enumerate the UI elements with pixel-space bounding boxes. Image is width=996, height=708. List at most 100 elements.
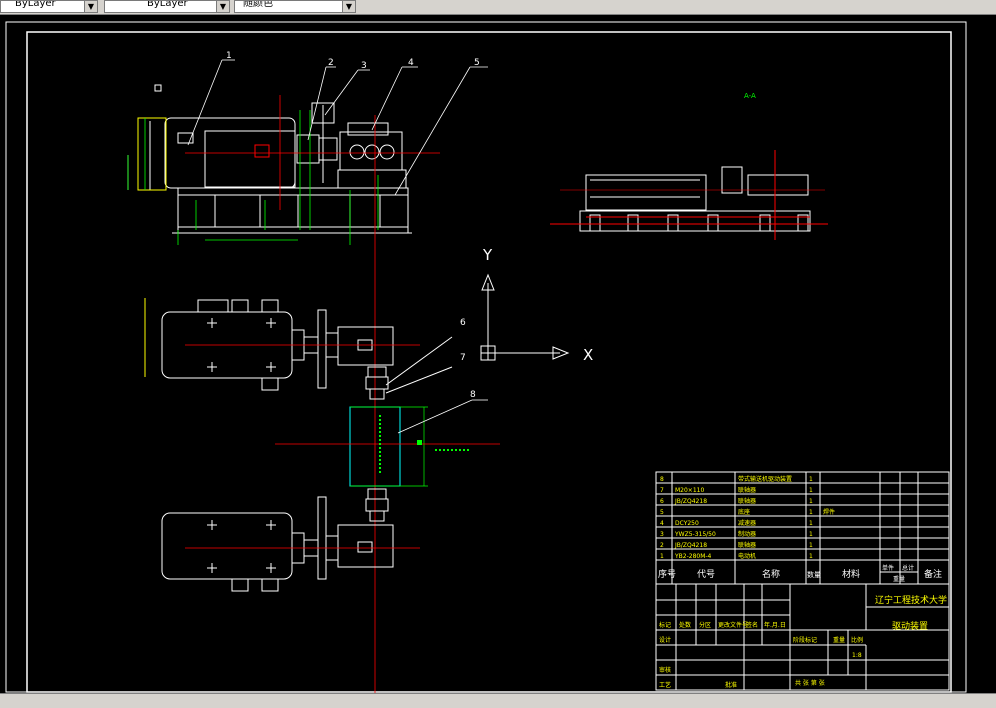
part-row-code: YWZ5-315/50 xyxy=(674,531,716,538)
part-number-labels: 1 2 3 4 5 6 7 8 xyxy=(226,51,480,400)
plan-view-lower-drive xyxy=(161,496,394,592)
ucs-icon xyxy=(480,273,570,361)
lineweight-value: ByLayer xyxy=(147,0,188,9)
part-row-seq: 3 xyxy=(660,531,664,538)
part-number-7: 7 xyxy=(460,353,466,363)
part-row-name: 带式输送机驱动装置 xyxy=(738,475,792,483)
cad-drawing: 1 2 3 4 5 6 7 8 A-A Y xyxy=(5,21,967,695)
revision-labels: 标记 处数 分区 更改文件号 签名 年.月.日 设计 审核 工艺 批准 阶段标记… xyxy=(659,621,863,689)
color-combo[interactable]: 随颜色 ▼ xyxy=(234,0,356,13)
part-row-code: JB/ZQ4218 xyxy=(674,498,707,505)
part-row-name: 底座 xyxy=(738,508,750,516)
coupling-stack-lower xyxy=(365,488,389,522)
part-row-code: JB/ZQ4218 xyxy=(674,542,707,549)
color-value: 随颜色 xyxy=(243,0,273,9)
sign-label: 更改文件号 xyxy=(718,621,748,629)
section-centerlines xyxy=(550,150,828,240)
parts-list-rows: 8 带式输送机驱动装置 1 7 M20×110 联轴器 1 6 JB/ZQ421… xyxy=(660,475,835,560)
leaders-top xyxy=(187,59,488,196)
lineweight-combo[interactable]: ByLayer ▼ xyxy=(104,0,230,13)
part-row-qty: 1 xyxy=(809,476,813,483)
row-label-review: 审核 xyxy=(659,666,671,674)
part-row-name: 电动机 xyxy=(738,552,756,560)
chevron-down-icon[interactable]: ▼ xyxy=(216,1,229,12)
part-number-8: 8 xyxy=(470,390,476,400)
section-label: A-A xyxy=(744,92,756,100)
part-row-code: DCY250 xyxy=(675,520,699,527)
sign-label: 签名 xyxy=(746,621,758,629)
part-row-name: 制动器 xyxy=(738,530,756,538)
part-row-seq: 2 xyxy=(660,542,664,549)
title-block-grid xyxy=(655,471,950,691)
sign-label: 年.月.日 xyxy=(764,621,786,629)
part-row-seq: 1 xyxy=(660,553,664,560)
stage-label: 阶段标记 xyxy=(793,636,817,644)
header-seq: 序号 xyxy=(658,568,676,580)
part-number-3: 3 xyxy=(361,61,367,71)
side-elevation-centerlines xyxy=(185,95,440,695)
part-row-qty: 1 xyxy=(809,487,813,494)
header-remark: 备注 xyxy=(924,568,942,580)
status-strip xyxy=(0,693,996,708)
side-elevation-dimensions xyxy=(127,110,379,245)
approve-label: 批准 xyxy=(725,681,737,689)
chevron-down-icon[interactable]: ▼ xyxy=(342,1,355,12)
part-number-1: 1 xyxy=(226,51,232,61)
parts-list-header: 序号 代号 名称 数量 材料 单件 总计 重量 备注 xyxy=(658,564,942,583)
drawing-title: 驱动装置 xyxy=(892,620,928,632)
part-number-6: 6 xyxy=(460,318,466,328)
part-row-code: M20×110 xyxy=(675,487,704,494)
scale-value: 1:8 xyxy=(852,652,862,659)
motor-bolt-marks-lower xyxy=(207,520,276,573)
part-row-name: 联轴器 xyxy=(738,486,756,494)
header-material: 材料 xyxy=(842,568,860,580)
header-code: 代号 xyxy=(697,569,715,580)
sign-label: 处数 xyxy=(679,621,691,629)
part-row-material: 焊件 xyxy=(823,508,835,516)
sign-label: 标记 xyxy=(659,621,671,629)
part-number-2: 2 xyxy=(328,58,334,68)
part-row-seq: 7 xyxy=(660,487,664,494)
part-row-seq: 4 xyxy=(660,520,664,527)
header-total-weight: 总计 xyxy=(902,564,914,572)
sheet-label: 共 张 第 张 xyxy=(795,679,825,687)
chevron-down-icon[interactable]: ▼ xyxy=(84,1,97,12)
inner-frame xyxy=(26,31,952,693)
scale-label: 比例 xyxy=(851,636,863,644)
row-label-process: 工艺 xyxy=(659,681,671,689)
part-row-seq: 6 xyxy=(660,498,664,505)
title-block-names: 辽宁工程技术大学 驱动装置 xyxy=(875,594,947,632)
part-number-4: 4 xyxy=(408,58,414,68)
header-unit-weight: 单件 xyxy=(882,564,894,572)
part-row-seq: 8 xyxy=(660,476,664,483)
view-marker xyxy=(154,84,162,92)
drum-part-8 xyxy=(275,399,500,487)
part-row-name: 联轴器 xyxy=(738,541,756,549)
side-elevation-view xyxy=(127,102,412,234)
header-weight: 重量 xyxy=(893,575,905,583)
part-row-qty: 1 xyxy=(809,553,813,560)
part-row-qty: 1 xyxy=(809,520,813,527)
axis-y-label: Y xyxy=(482,246,493,264)
part-row-qty: 1 xyxy=(809,531,813,538)
weight-label: 重量 xyxy=(833,636,845,644)
part-row-name: 联轴器 xyxy=(738,497,756,505)
linetype-combo[interactable]: ByLayer ▼ xyxy=(0,0,98,13)
linetype-value: ByLayer xyxy=(15,0,56,9)
part-row-name: 减速器 xyxy=(738,519,756,527)
part-row-qty: 1 xyxy=(809,509,813,516)
part-row-code: YB2-280M-4 xyxy=(674,553,712,560)
section-view xyxy=(579,166,811,232)
axis-x-label: X xyxy=(583,346,593,364)
drawing-canvas[interactable]: 1 2 3 4 5 6 7 8 A-A Y xyxy=(0,15,996,695)
header-qty: 数量 xyxy=(807,570,821,579)
coupling-stack-upper xyxy=(365,336,453,400)
plan-view-upper-drive xyxy=(144,298,394,391)
part-number-5: 5 xyxy=(474,58,480,68)
part-row-qty: 1 xyxy=(809,498,813,505)
header-name: 名称 xyxy=(762,568,780,580)
school-name: 辽宁工程技术大学 xyxy=(875,594,947,606)
sign-label: 分区 xyxy=(699,621,711,629)
properties-toolbar: ByLayer ▼ ByLayer ▼ 随颜色 ▼ xyxy=(0,0,996,15)
part-row-qty: 1 xyxy=(809,542,813,549)
